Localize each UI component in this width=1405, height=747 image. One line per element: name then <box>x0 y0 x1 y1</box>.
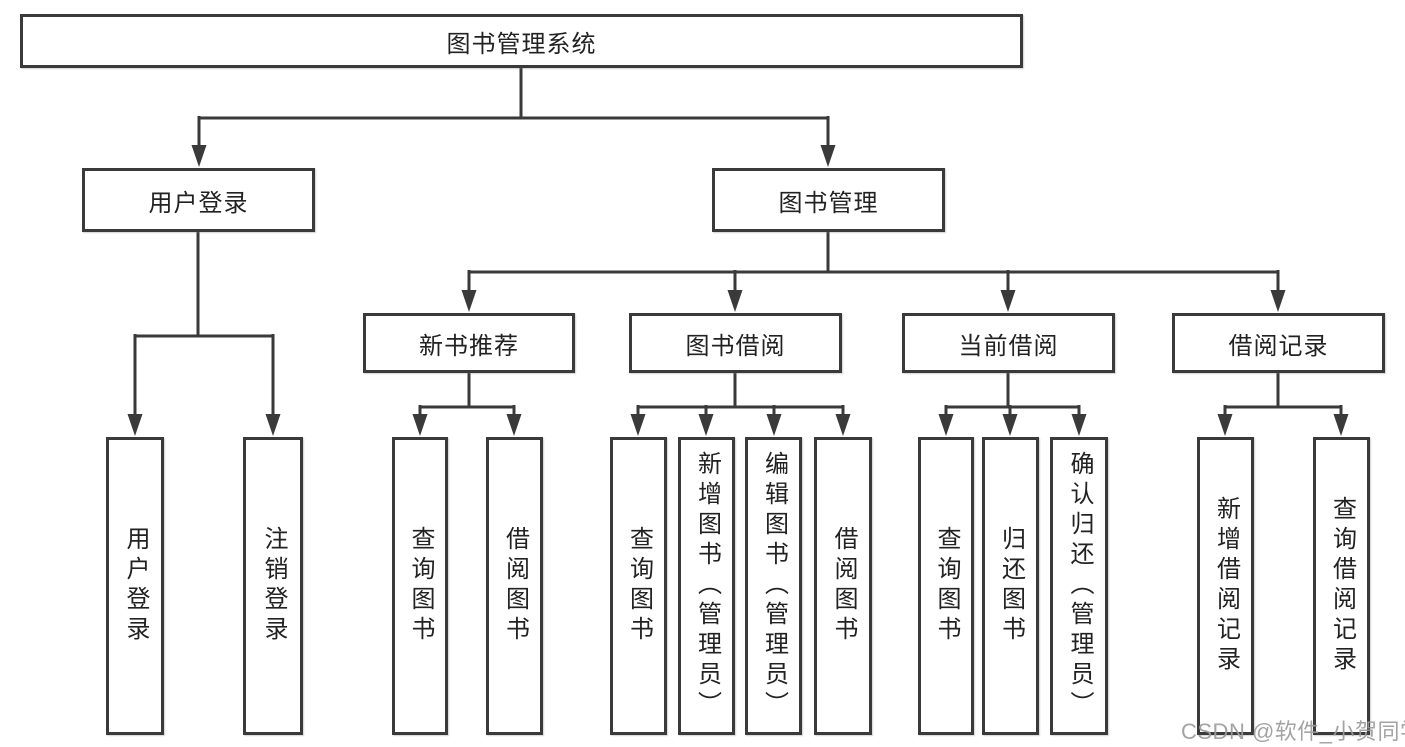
leaf-logout-label: 注销登录 <box>260 526 287 646</box>
leaf-recommend-query-books-label: 查询图书 <box>407 526 434 646</box>
leaf-user-login-label: 用户登录 <box>122 526 149 646</box>
leaf-borrow-books: 借阅图书 <box>814 437 872 735</box>
node-book-management-label: 图书管理 <box>778 189 879 217</box>
node-new-book-recommend: 新书推荐 <box>363 313 575 373</box>
leaf-recommend-borrow-books: 借阅图书 <box>486 437 543 735</box>
arrowheads <box>127 145 1349 436</box>
leaf-add-borrow-record: 新增借阅记录 <box>1197 437 1254 735</box>
node-book-borrow-label: 图书借阅 <box>685 332 786 360</box>
leaf-add-books-admin-label: 新增图书（管理员） <box>693 451 721 721</box>
leaf-confirm-return-admin: 确认归还（管理员） <box>1050 437 1108 735</box>
leaf-borrow-query-books: 查询图书 <box>610 437 667 735</box>
leaf-recommend-borrow-books-label: 借阅图书 <box>501 526 529 646</box>
leaf-borrow-query-books-label: 查询图书 <box>625 526 653 646</box>
leaf-current-query-books: 查询图书 <box>918 437 974 735</box>
leaf-query-borrow-record-label: 查询借阅记录 <box>1328 496 1356 676</box>
leaf-return-books-label: 归还图书 <box>997 526 1025 646</box>
csdn-watermark: CSDN @软件_小贺同学 <box>1181 719 1405 744</box>
leaf-logout: 注销登录 <box>243 437 303 735</box>
leaf-borrow-books-label: 借阅图书 <box>830 526 857 646</box>
node-borrow-records-label: 借阅记录 <box>1228 332 1329 360</box>
leaf-return-books: 归还图书 <box>982 437 1039 735</box>
node-book-borrow: 图书借阅 <box>629 313 842 373</box>
node-current-borrow: 当前借阅 <box>902 313 1115 373</box>
leaf-edit-books-admin: 编辑图书（管理员） <box>745 437 802 735</box>
node-root-system: 图书管理系统 <box>20 14 1023 68</box>
node-borrow-records: 借阅记录 <box>1172 313 1385 373</box>
leaf-add-books-admin: 新增图书（管理员） <box>678 437 735 735</box>
node-root-system-label: 图书管理系统 <box>446 30 597 58</box>
node-user-login-label: 用户登录 <box>148 189 249 217</box>
leaf-add-borrow-record-label: 新增借阅记录 <box>1212 496 1240 676</box>
node-current-borrow-label: 当前借阅 <box>958 332 1059 360</box>
leaf-edit-books-admin-label: 编辑图书（管理员） <box>760 451 788 721</box>
node-user-login: 用户登录 <box>82 168 315 232</box>
node-new-book-recommend-label: 新书推荐 <box>419 332 519 360</box>
leaf-query-borrow-record: 查询借阅记录 <box>1313 437 1370 735</box>
leaf-confirm-return-admin-label: 确认归还（管理员） <box>1066 451 1093 721</box>
leaf-user-login: 用户登录 <box>106 437 164 735</box>
leaf-recommend-query-books: 查询图书 <box>392 437 448 735</box>
leaf-current-query-books-label: 查询图书 <box>933 526 960 646</box>
node-book-management: 图书管理 <box>712 168 945 232</box>
